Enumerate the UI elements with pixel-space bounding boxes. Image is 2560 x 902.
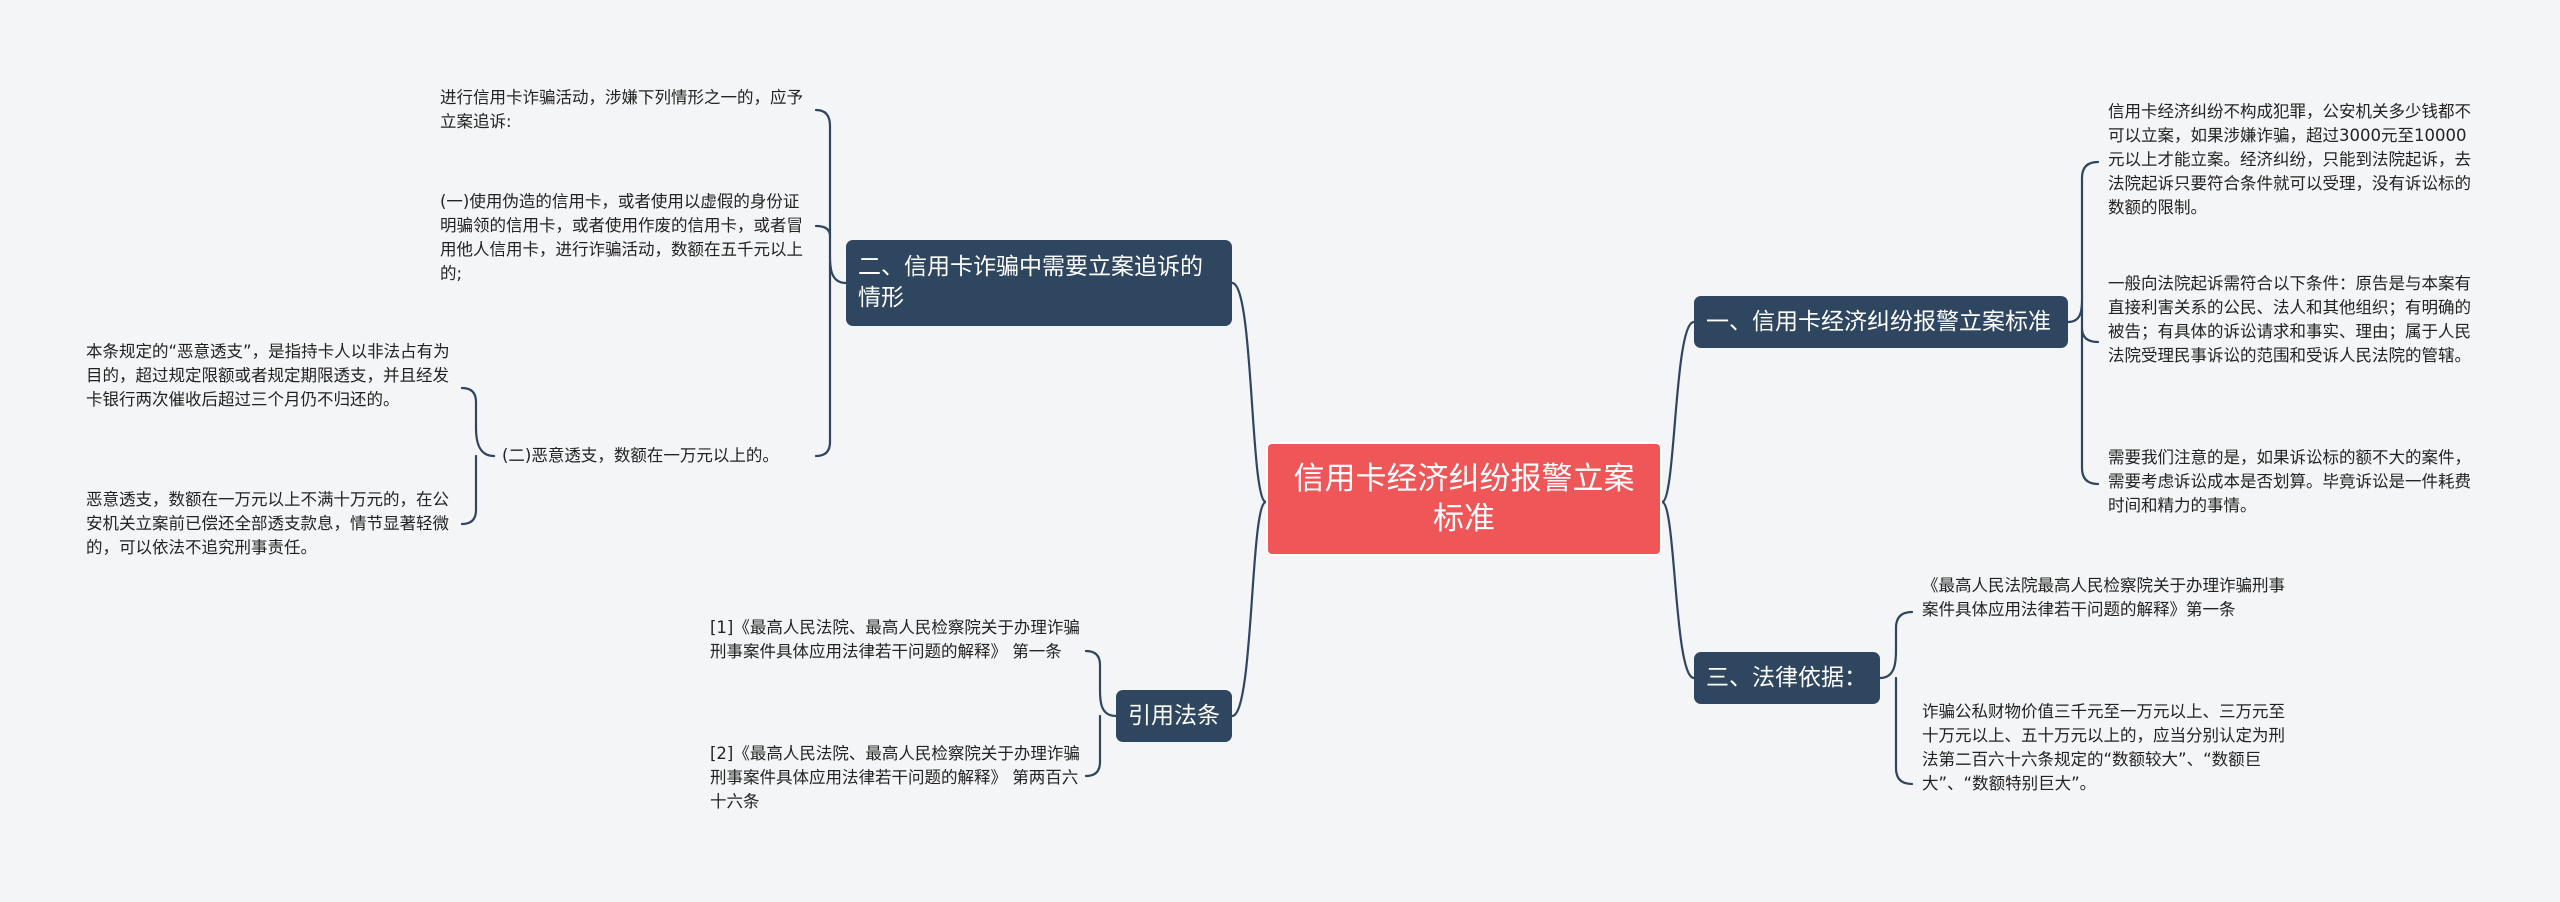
branch-b1-label: 一、信用卡经济纠纷报警立案标准 bbox=[1706, 308, 2051, 335]
bracket-b3 bbox=[1878, 610, 1914, 786]
bracket-b1 bbox=[2066, 160, 2100, 486]
leaf-b1-1: 信用卡经济纠纷不构成犯罪，公安机关多少钱都不可以立案，如果涉嫌诈骗，超过3000… bbox=[2108, 102, 2471, 217]
link-root-b4 bbox=[1230, 500, 1268, 718]
bracket-b4 bbox=[1084, 649, 1118, 778]
leaf-b3-2: 诈骗公私财物价值三千元至一万元以上、三万元至十万元以上、五十万元以上的，应当分别… bbox=[1922, 702, 2285, 793]
leaf-b1-2: 一般向法院起诉需符合以下条件：原告是与本案有直接利害关系的公民、法人和其他组织；… bbox=[2108, 274, 2471, 365]
link-root-b2 bbox=[1230, 281, 1268, 504]
branch-b4-label: 引用法条 bbox=[1128, 702, 1220, 729]
bracket-b2 bbox=[814, 108, 848, 458]
subleaf-b2-1: 本条规定的“恶意透支”，是指持卡人以非法占有为目的，超过规定限额或者规定期限透支… bbox=[86, 342, 450, 409]
leaf-b4-1: [1]《最高人民法院、最高人民检察院关于办理诈骗刑事案件具体应用法律若干问题的解… bbox=[710, 618, 1080, 661]
leaf-b2-1: 进行信用卡诈骗活动，涉嫌下列情形之一的，应予立案追诉: bbox=[440, 88, 803, 131]
branch-node-b4[interactable]: 引用法条 bbox=[1116, 690, 1232, 742]
leaf-b2-3: (二)恶意透支，数额在一万元以上的。 bbox=[502, 446, 779, 465]
link-root-b3 bbox=[1660, 500, 1696, 680]
branch-node-b1[interactable]: 一、信用卡经济纠纷报警立案标准 bbox=[1694, 296, 2068, 348]
root-title: 信用卡经济纠纷报警立案标准 bbox=[1293, 461, 1635, 537]
subleaf-b2-2: 恶意透支，数额在一万元以上不满十万元的，在公安机关立案前已偿还全部透支款息，情节… bbox=[86, 490, 449, 557]
branch-node-b2[interactable]: 二、信用卡诈骗中需要立案追诉的情形 bbox=[846, 240, 1232, 326]
bracket-sub bbox=[460, 386, 496, 526]
branch-node-b3[interactable]: 三、法律依据： bbox=[1694, 652, 1880, 704]
root-node[interactable]: 信用卡经济纠纷报警立案标准 bbox=[1266, 442, 1662, 556]
leaf-b4-2: [2]《最高人民法院、最高人民检察院关于办理诈骗刑事案件具体应用法律若干问题的解… bbox=[710, 744, 1080, 811]
leaf-b3-1: 《最高人民法院最高人民检察院关于办理诈骗刑事案件具体应用法律若干问题的解释》第一… bbox=[1922, 576, 2285, 619]
branch-b3-label: 三、法律依据： bbox=[1706, 664, 1867, 691]
link-root-b1 bbox=[1660, 320, 1696, 504]
leaf-b1-3: 需要我们注意的是，如果诉讼标的额不大的案件，需要考虑诉讼成本是否划算。毕竟诉讼是… bbox=[2108, 448, 2471, 515]
leaf-b2-2: (一)使用伪造的信用卡，或者使用以虚假的身份证明骗领的信用卡，或者使用作废的信用… bbox=[440, 192, 803, 283]
branch-b2-label: 二、信用卡诈骗中需要立案追诉的情形 bbox=[858, 254, 1203, 311]
